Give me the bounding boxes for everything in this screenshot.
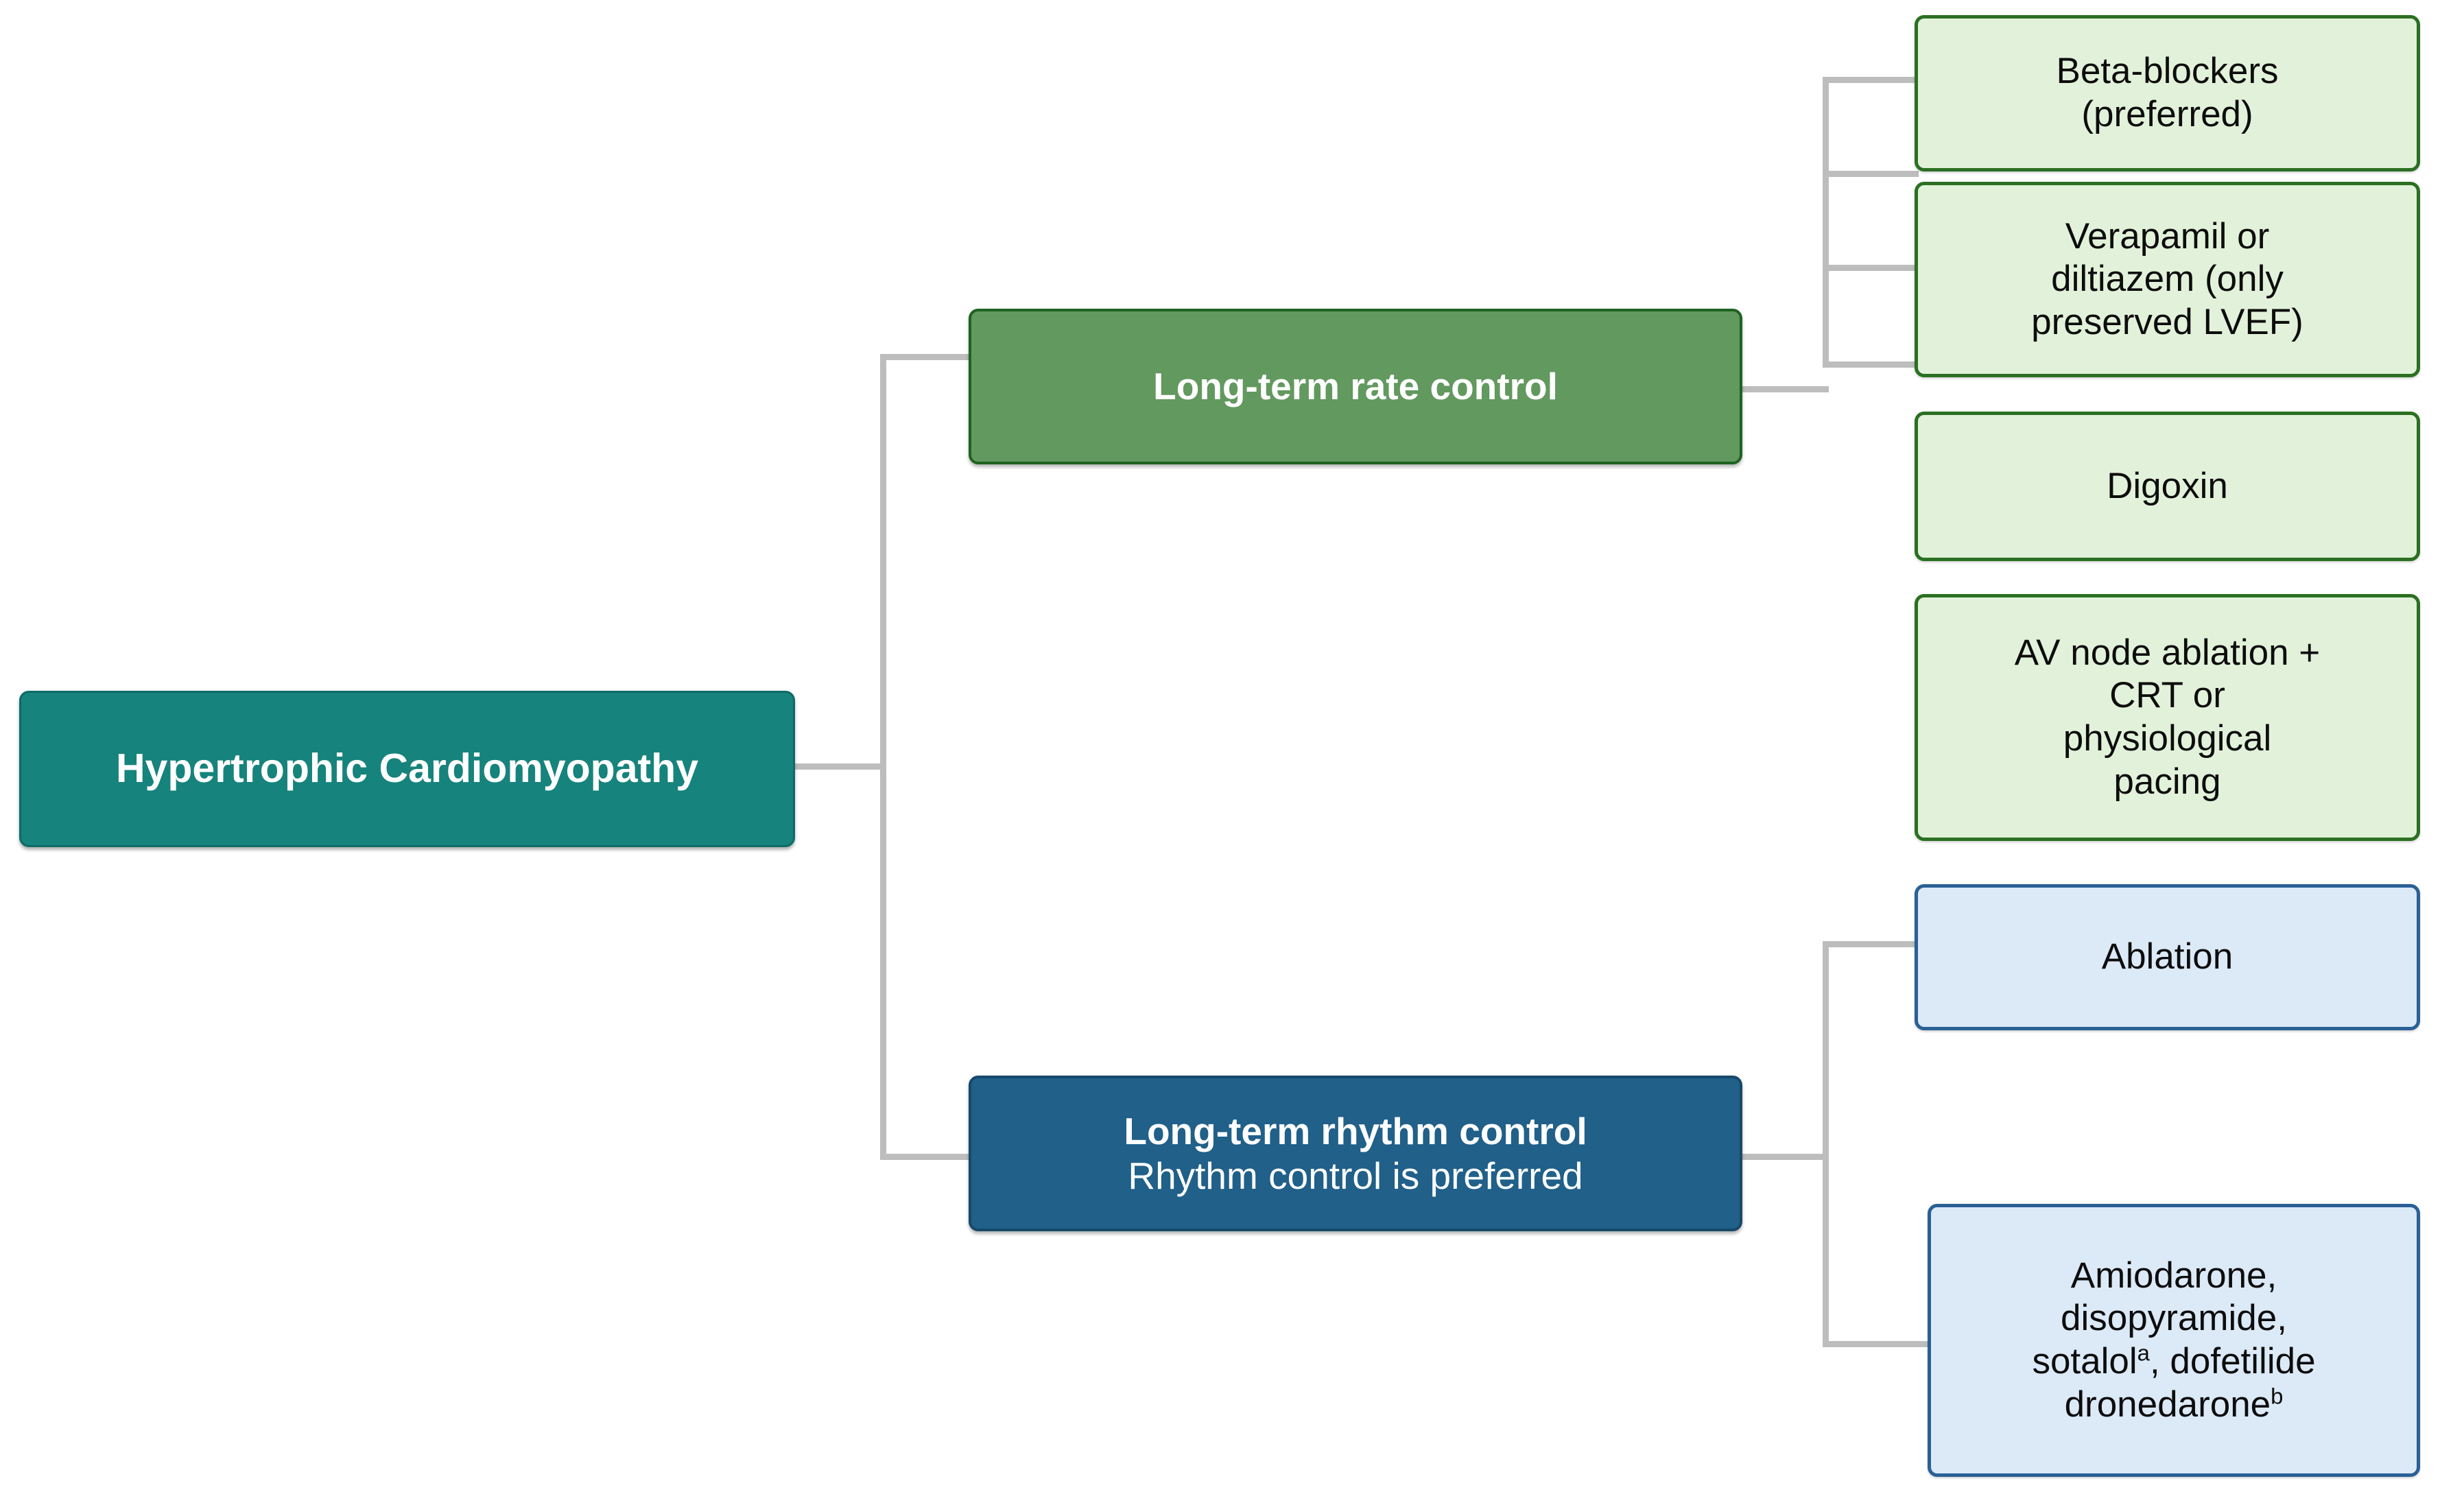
connector-rhythm-to-antiarrhythmics bbox=[1823, 1341, 1932, 1347]
connector-rate-to-digoxin bbox=[1823, 265, 1919, 271]
node-hypertrophic-cardiomyopathy[interactable]: Hypertrophic Cardiomyopathy bbox=[19, 691, 795, 847]
node-label: Long-term rhythm control bbox=[1124, 1109, 1587, 1152]
connector-trunk-to-rhythm bbox=[880, 1154, 971, 1160]
connector-root-trunk bbox=[880, 354, 886, 1160]
node-long-term-rate-control[interactable]: Long-term rate control bbox=[969, 309, 1742, 464]
node-label: Beta-blockers(preferred) bbox=[2056, 51, 2279, 134]
node-label: Long-term rate control bbox=[1153, 365, 1558, 408]
connector-rhythm-trunk bbox=[1823, 941, 1829, 1347]
connector-rhythm-to-ablation bbox=[1823, 941, 1919, 947]
node-antiarrhythmic-drugs[interactable]: Amiodarone,disopyramide,sotalola, dofeti… bbox=[1928, 1204, 2420, 1477]
node-digoxin[interactable]: Digoxin bbox=[1915, 412, 2420, 561]
connector-rate-to-av-node bbox=[1823, 361, 1919, 368]
connector-rate-trunk bbox=[1823, 77, 1829, 368]
connector-rate-to-beta-blockers bbox=[1823, 77, 1919, 83]
node-sublabel: Rhythm control is preferred bbox=[1128, 1154, 1583, 1197]
connector-root-stem bbox=[794, 763, 886, 770]
node-label: Hypertrophic Cardiomyopathy bbox=[115, 746, 699, 792]
connector-rhythm-stem bbox=[1741, 1154, 1829, 1160]
node-label: Ablation bbox=[2101, 936, 2234, 977]
node-label: Digoxin bbox=[2107, 465, 2228, 506]
connector-rate-stem bbox=[1741, 386, 1829, 392]
node-beta-blockers[interactable]: Beta-blockers(preferred) bbox=[1915, 15, 2420, 171]
node-ablation[interactable]: Ablation bbox=[1915, 884, 2420, 1030]
node-long-term-rhythm-control[interactable]: Long-term rhythm control Rhythm control … bbox=[969, 1076, 1742, 1231]
node-label: Amiodarone,disopyramide,sotalola, dofeti… bbox=[2032, 1255, 2316, 1425]
connector-rate-to-verapamil bbox=[1823, 171, 1919, 177]
connector-trunk-to-rate bbox=[880, 354, 971, 360]
